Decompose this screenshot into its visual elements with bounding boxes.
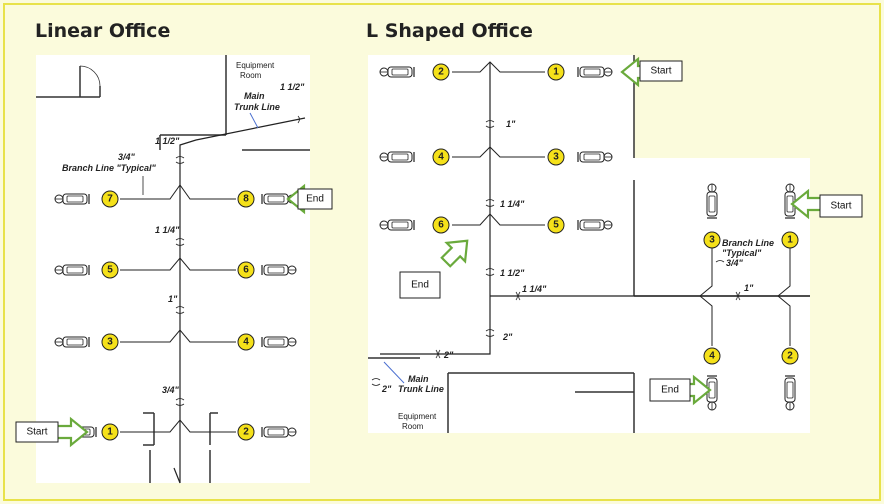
start-arrow [55, 417, 89, 447]
end-box [649, 378, 691, 402]
start-label: Start [830, 201, 851, 212]
node-label: 6 [243, 265, 249, 276]
node-label: 4 [709, 351, 715, 362]
lshaped-trunk-line [380, 62, 810, 355]
node-label: 2 [787, 351, 793, 362]
size-label: 1" [506, 119, 516, 129]
workstation-6 [379, 219, 415, 231]
lshaped-branch-lines [452, 61, 791, 346]
node-label: 7 [107, 194, 113, 205]
l-shaped-upper-panel [368, 55, 634, 433]
size-label: 1" [744, 283, 754, 293]
lshaped-fittings [371, 120, 741, 386]
workstation-3 [577, 151, 613, 163]
node-label: 4 [438, 152, 444, 163]
node-label: 2 [243, 427, 249, 438]
workstation-3 [54, 336, 90, 348]
end-label: End [661, 385, 679, 396]
node-label: 1 [787, 235, 793, 246]
lshaped-nodes [432, 63, 799, 365]
branch-line-label-2: "Typical" [722, 248, 762, 258]
node-label: 1 [553, 67, 559, 78]
start-box [15, 421, 59, 443]
node-label: 5 [553, 220, 559, 231]
size-label: 3/4" [162, 385, 180, 395]
node-label: 8 [243, 194, 249, 205]
end-box [399, 271, 441, 299]
node-label: 6 [438, 220, 444, 231]
end-box [297, 188, 333, 210]
equipment-room-label-2: Room [240, 71, 262, 80]
workstation-r2 [784, 375, 796, 411]
workstation-4 [379, 151, 415, 163]
linear-walls [36, 55, 310, 483]
start-label: Start [26, 427, 47, 438]
workstation-r1 [784, 183, 796, 219]
node-label: 2 [438, 67, 444, 78]
node-label: 5 [107, 265, 113, 276]
linear-labels: Equipment Room 1 1/2" Main Trunk Line 1 … [62, 61, 305, 395]
equipment-room-label: Equipment [398, 412, 437, 421]
size-label: 1 1/4" [522, 284, 547, 294]
size-label: 3/4" [726, 258, 744, 268]
start-arrow [790, 189, 824, 219]
workstation-1 [577, 66, 613, 78]
workstation-7 [54, 193, 90, 205]
size-label: 1" [168, 294, 178, 304]
start-label: Start [650, 66, 671, 77]
start-box [819, 194, 863, 218]
size-label: 2" [443, 350, 454, 360]
workstation-2 [261, 426, 297, 438]
node-label: 1 [107, 427, 113, 438]
branch-line-label: Branch Line "Typical" [62, 163, 156, 173]
linear-trunk-line [173, 117, 306, 484]
equipment-room-label-2: Room [402, 422, 424, 431]
workstation-2 [379, 66, 415, 78]
end-label: End [306, 194, 324, 205]
main-trunk-label-2: Trunk Line [398, 384, 444, 394]
l-shaped-office-title: L Shaped Office [366, 20, 533, 42]
workstation-6 [261, 264, 297, 276]
size-label: 2" [381, 384, 392, 394]
workstation-4 [261, 336, 297, 348]
size-label: 1 1/2" [280, 82, 305, 92]
size-label: 1 1/2" [500, 268, 525, 278]
workstation-5 [577, 219, 613, 231]
linear-branch-lines [120, 184, 236, 433]
workstation-r4 [706, 375, 718, 411]
size-label: 1 1/4" [155, 225, 180, 235]
equipment-room-label: Equipment [236, 61, 275, 70]
main-trunk-label-2: Trunk Line [234, 102, 280, 112]
node-label: 3 [107, 337, 113, 348]
size-label: 2" [502, 332, 513, 342]
end-label: End [411, 280, 429, 291]
main-trunk-label: Main [244, 91, 265, 101]
linear-fittings [175, 115, 300, 406]
node-label: 3 [709, 235, 715, 246]
branch-size-label: 3/4" [118, 152, 136, 162]
end-arrow [435, 230, 478, 273]
size-label: 1 1/2" [155, 136, 180, 146]
main-trunk-label: Main [408, 374, 429, 384]
lshaped-labels: 1" 1 1/4" 1 1/2" 1 1/4" 2" 2" 2" 1" 3/4"… [381, 119, 774, 431]
start-box [639, 60, 683, 82]
workstation-5 [54, 264, 90, 276]
size-label: 1 1/4" [500, 199, 525, 209]
node-label: 4 [243, 337, 249, 348]
linear-office-title: Linear Office [35, 20, 171, 42]
branch-line-label: Branch Line [722, 238, 774, 248]
workstation-r3 [706, 183, 718, 219]
linear-nodes [101, 190, 255, 441]
node-label: 3 [553, 152, 559, 163]
